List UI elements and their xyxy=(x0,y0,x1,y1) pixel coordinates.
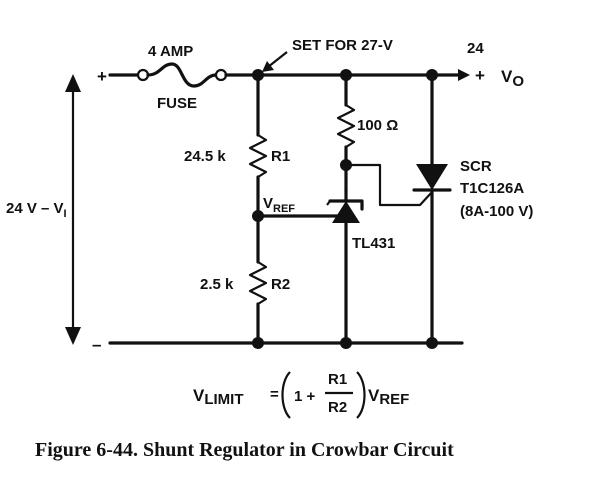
top-rail xyxy=(108,62,470,88)
input-plus-label: + xyxy=(97,67,107,86)
vout-value-label: 24 xyxy=(467,40,484,57)
r1-value-label: 24.5 k xyxy=(184,148,226,165)
r1-resistor xyxy=(248,134,268,178)
scr-symbol xyxy=(412,164,452,192)
r2-name-label: R2 xyxy=(271,276,290,293)
tl431-label: TL431 xyxy=(352,235,395,252)
scr-name-label: SCR xyxy=(460,158,492,175)
scr-branch xyxy=(346,73,452,345)
svg-text:VLIMIT: VLIMIT xyxy=(193,386,244,408)
r1-name-label: R1 xyxy=(271,148,290,165)
figure-caption: Figure 6-44. Shunt Regulator in Crowbar … xyxy=(35,439,454,461)
tl431-symbol xyxy=(326,199,364,223)
vout-label: VO xyxy=(501,67,524,90)
r3-resistor xyxy=(336,104,356,148)
junction-dots xyxy=(252,69,438,349)
fuse-symbol xyxy=(146,62,218,88)
r3-value-label: 100 Ω xyxy=(357,117,398,134)
svg-text:R2: R2 xyxy=(328,399,347,416)
fuse-name-label: FUSE xyxy=(157,95,197,112)
svg-text:1 +: 1 + xyxy=(294,388,316,405)
svg-text:R1: R1 xyxy=(328,371,347,388)
svg-text:VREF: VREF xyxy=(368,386,409,408)
fuse-rating-label: 4 AMP xyxy=(148,43,193,60)
output-plus-label: + xyxy=(475,66,485,85)
scr-rating-label: (8A-100 V) xyxy=(460,203,533,220)
input-voltage-label: 24 V – VI xyxy=(6,200,67,220)
tl431-branch xyxy=(326,73,364,345)
svg-text:=: = xyxy=(270,386,279,403)
scr-part-label: T1C126A xyxy=(460,180,524,197)
input-minus-label: – xyxy=(92,335,101,354)
set-note-label: SET FOR 27-V xyxy=(292,37,393,54)
r2-resistor xyxy=(248,261,268,305)
vref-label: VREF xyxy=(263,195,295,215)
input-voltage-arrow xyxy=(65,74,81,345)
vlimit-formula: VLIMIT = 1 + R1 R2 VREF xyxy=(193,371,409,419)
r2-value-label: 2.5 k xyxy=(200,276,234,293)
set-arrow xyxy=(262,51,288,72)
